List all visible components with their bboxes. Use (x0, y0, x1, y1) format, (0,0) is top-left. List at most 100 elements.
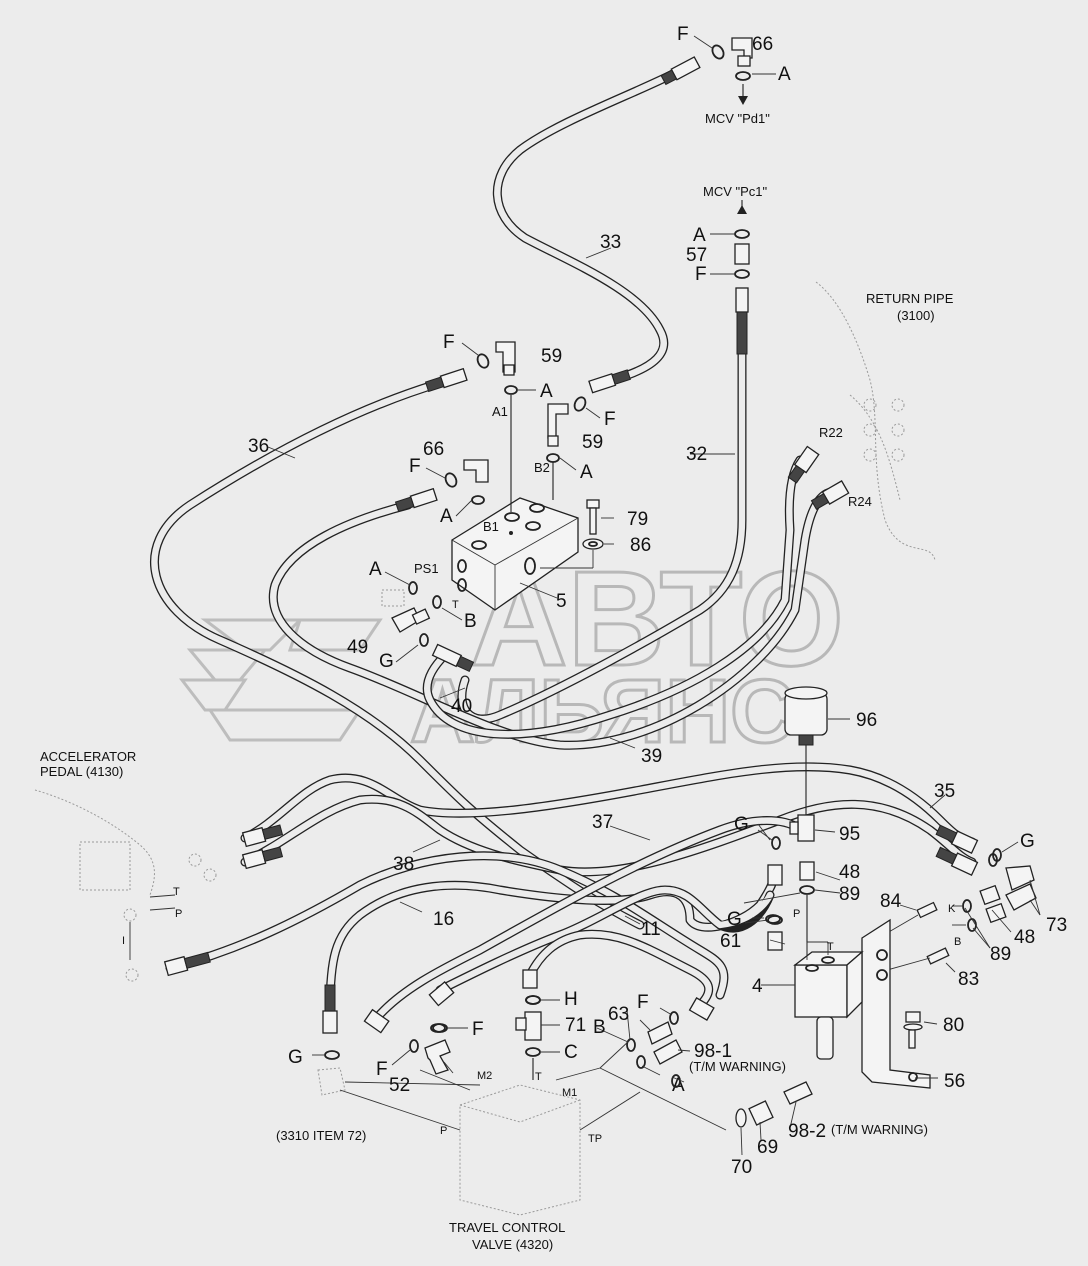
callout-48: 48 (839, 862, 860, 883)
callout-numbers: 66 33 57 59 59 36 32 66 79 86 5 49 40 39… (248, 34, 1067, 1178)
bracket-56 (861, 918, 931, 1089)
callout-48b: 48 (1014, 927, 1035, 948)
port-r24: R24 (848, 494, 872, 509)
note-accelerator: ACCELERATOR (40, 749, 136, 764)
letter-b-block: B (464, 611, 477, 632)
note-return-pipe-code: (3100) (897, 308, 935, 323)
elbow-fitting-59b (546, 396, 587, 463)
letter-f-59a: F (443, 332, 455, 353)
letter-g-49: G (379, 651, 394, 672)
callout-11: 11 (641, 919, 661, 940)
port-t-switch: T (827, 941, 834, 953)
elbow-fitting-66-top (711, 37, 753, 105)
letter-a-59a: A (540, 381, 553, 402)
callout-59: 59 (541, 346, 562, 367)
letter-f-59b: F (604, 409, 616, 430)
port-labels: A1 B2 B1 PS1 T R22 R24 P T K B M2 M1 T P… (122, 404, 961, 1145)
letter-h-71: H (564, 989, 578, 1010)
note-tm-warning-2: (T/M WARNING) (831, 1122, 928, 1137)
seal-letters: F A A F F A F A F A A B G G G G H F C B … (288, 24, 1035, 1096)
letter-a-59b: A (580, 462, 593, 483)
note-return-pipe: RETURN PIPE (866, 291, 954, 306)
accelerator-pedal-ghost (34, 789, 217, 982)
callout-61: 61 (720, 931, 741, 952)
note-accelerator-pedal: PEDAL (4130) (40, 764, 123, 779)
bolt-80 (903, 1011, 923, 1049)
note-3310-item-72: (3310 ITEM 72) (276, 1128, 366, 1143)
elbow-fitting-66-left (444, 459, 489, 505)
valve-block-5 (451, 395, 579, 611)
callout-96: 96 (856, 710, 877, 731)
port-b: B (954, 936, 961, 948)
callout-36: 36 (248, 436, 269, 457)
callout-66: 66 (752, 34, 773, 55)
fitting-49 (381, 581, 442, 647)
tee-fitting-71 (515, 995, 542, 1080)
port-m1: M1 (562, 1087, 577, 1099)
letter-a-66: A (778, 64, 791, 85)
port-k: K (948, 903, 956, 915)
callout-33: 33 (600, 232, 621, 253)
callout-63: 63 (608, 1004, 629, 1025)
letter-g-73: G (1020, 831, 1035, 852)
callout-79: 79 (627, 509, 648, 530)
tee-fitting-52 (409, 1023, 451, 1075)
notes: MCV "Pd1" MCV "Pc1" RETURN PIPE (3100) A… (40, 111, 954, 1252)
bolt-79 (586, 499, 600, 535)
fitting-57 (734, 200, 750, 279)
letter-f-63: F (637, 992, 649, 1013)
port-p-valve: P (440, 1125, 447, 1137)
letter-a-57: A (693, 225, 706, 246)
letter-a-ps1: A (369, 559, 382, 580)
note-mcv-pc1: MCV "Pc1" (703, 184, 768, 199)
port-b1: B1 (483, 519, 499, 534)
letter-leaders (312, 35, 1019, 1083)
callout-40: 40 (451, 696, 472, 717)
callout-37: 37 (592, 812, 613, 833)
note-mcv-pd1: MCV "Pd1" (705, 111, 770, 126)
callout-98-1: 98-1 (694, 1041, 732, 1062)
callout-59b: 59 (582, 432, 603, 453)
port-ps1: PS1 (414, 561, 439, 576)
port-r22: R22 (819, 425, 843, 440)
port-i-pedal: I (122, 935, 125, 947)
return-pipe-ghost (815, 281, 936, 561)
washer-86 (540, 538, 604, 569)
port-m2: M2 (477, 1070, 492, 1082)
letter-g-61: G (727, 909, 742, 930)
callout-71: 71 (565, 1015, 586, 1036)
callout-98-2: 98-2 (788, 1121, 826, 1142)
callout-95: 95 (839, 824, 860, 845)
port-p: P (793, 908, 800, 920)
tee-fitting-95 (789, 814, 815, 842)
letter-f-66: F (677, 24, 689, 45)
callout-39: 39 (641, 746, 662, 767)
callout-84: 84 (880, 891, 902, 912)
callout-4: 4 (752, 976, 763, 997)
small-seal-rings (324, 836, 1002, 1088)
callout-38: 38 (393, 854, 414, 875)
callout-73: 73 (1046, 915, 1067, 936)
port-t-valve: T (535, 1071, 542, 1083)
letter-g-3310: G (288, 1047, 303, 1068)
callout-86: 86 (630, 535, 651, 556)
port-p-pedal: P (175, 908, 182, 920)
port-tp: TP (588, 1133, 602, 1145)
callout-70: 70 (731, 1157, 752, 1178)
callout-5: 5 (556, 591, 567, 612)
elbow-fitting-59a (476, 341, 518, 395)
callout-89: 89 (839, 884, 860, 905)
callout-66b: 66 (423, 439, 444, 460)
hoses (149, 63, 977, 1025)
letter-f-57: F (695, 264, 707, 285)
note-travel-control: TRAVEL CONTROL (449, 1220, 565, 1235)
callout-80: 80 (943, 1015, 964, 1036)
leader-lines (267, 247, 1041, 1156)
hose-fittings (163, 56, 979, 1034)
port-t: T (452, 599, 459, 611)
fittings-69-70-98-2 (599, 1039, 813, 1131)
port-t-pedal: T (173, 886, 180, 898)
filter-96 (784, 686, 828, 815)
